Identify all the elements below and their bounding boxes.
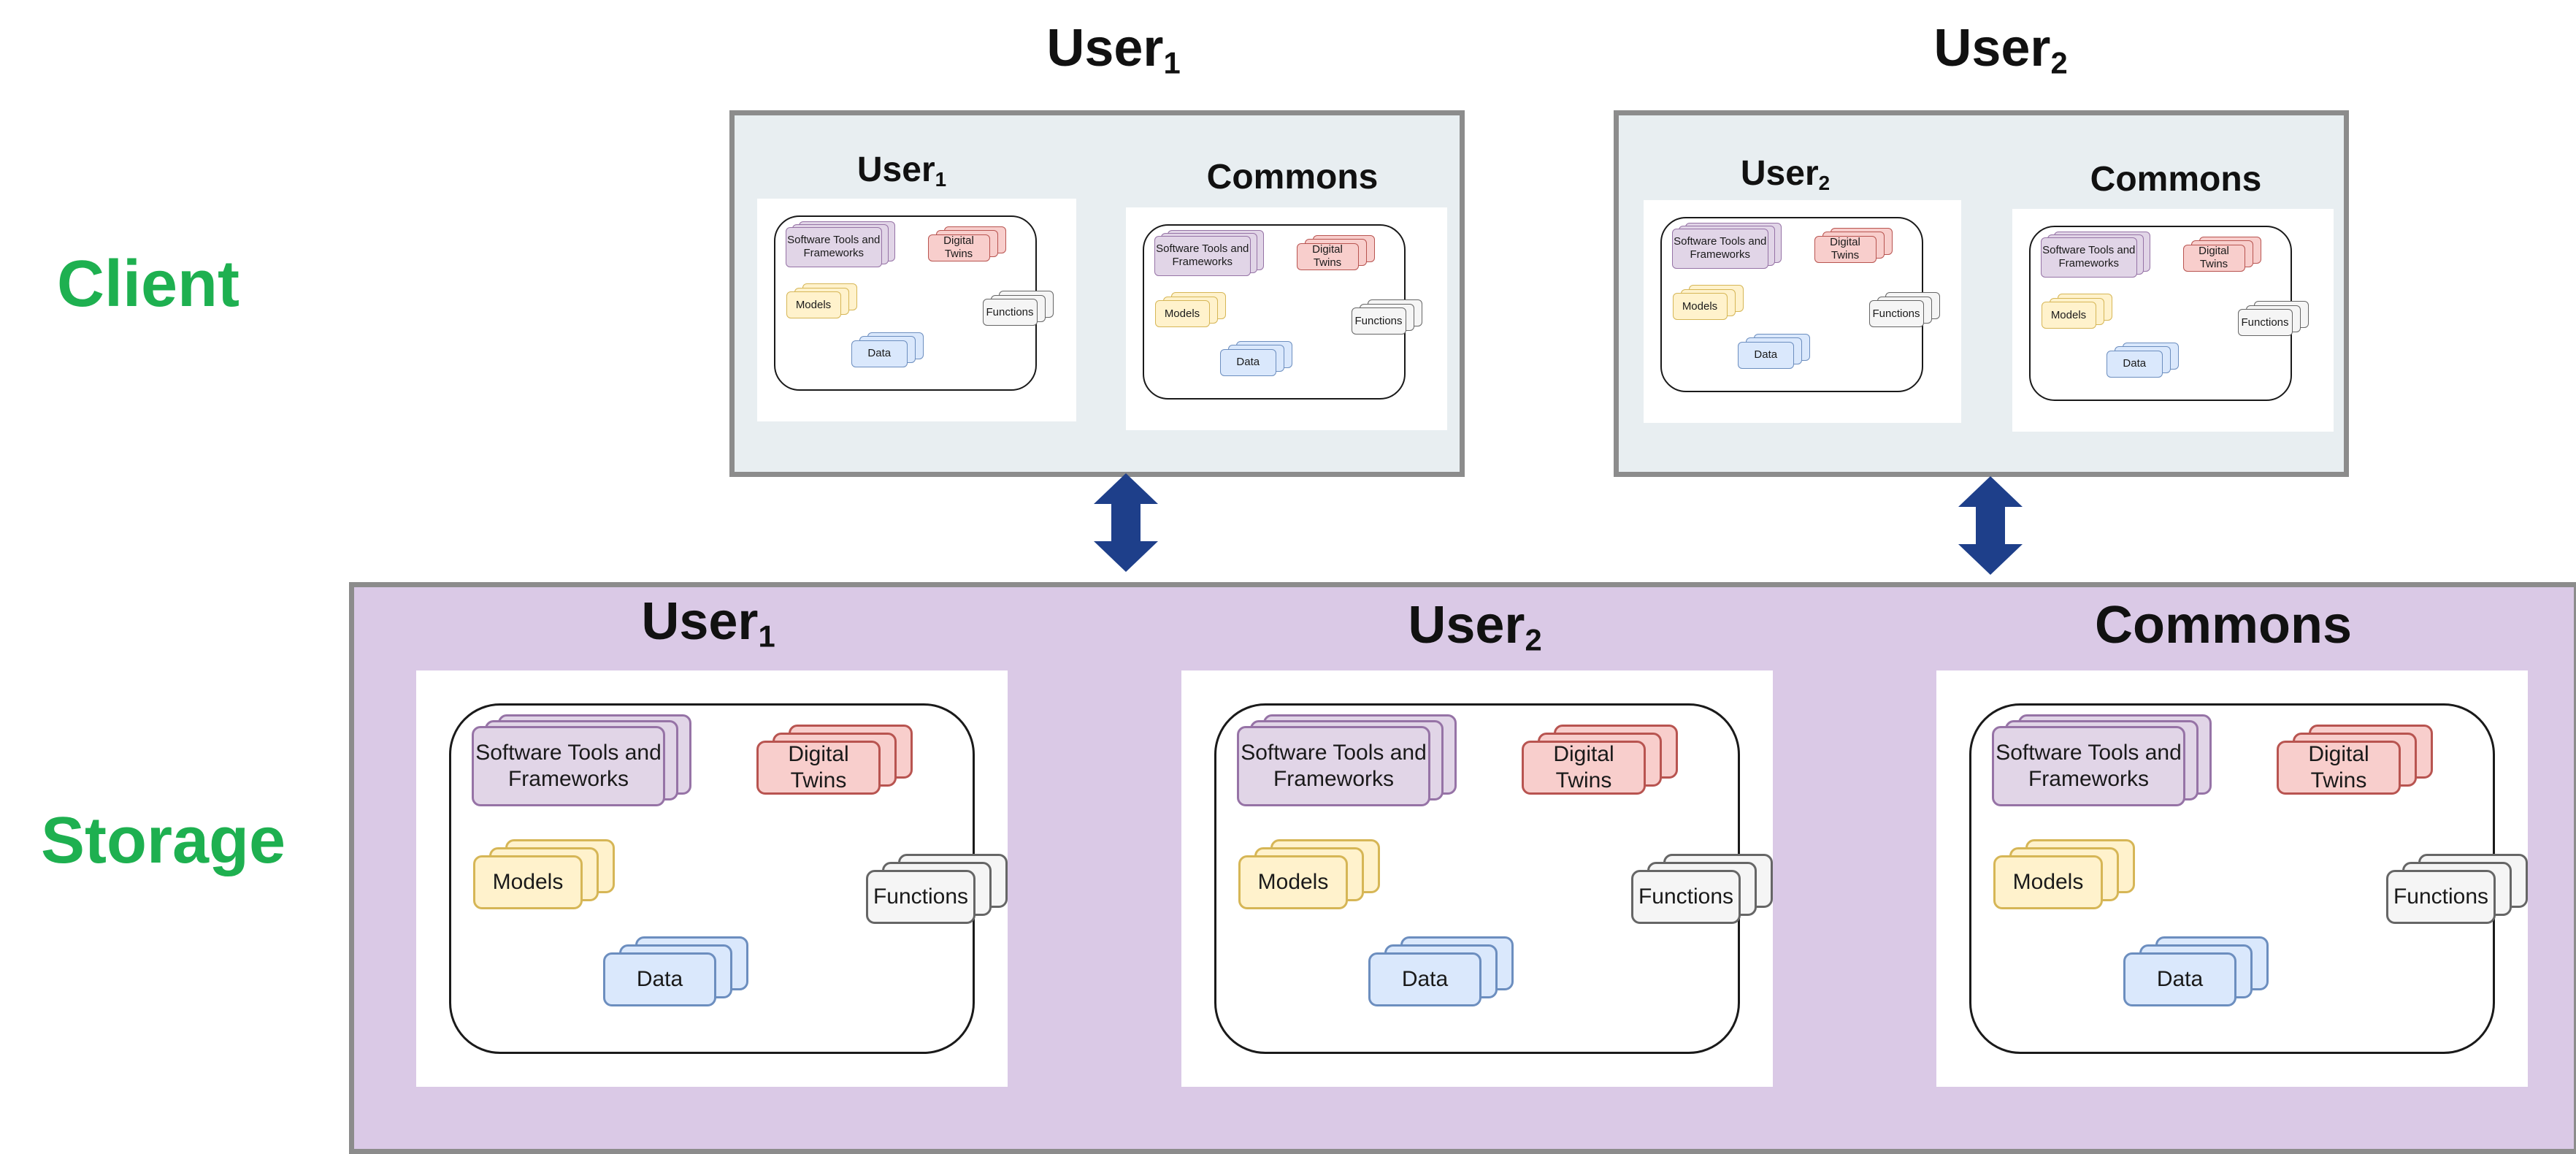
tools-label: Software Tools and Frameworks	[1241, 741, 1427, 791]
twins-card	[1296, 242, 1359, 270]
twins-card	[2182, 244, 2245, 272]
tools-card	[1992, 726, 2185, 806]
models-label: Models	[1164, 307, 1200, 320]
twins-label: Digital Twins	[943, 234, 974, 260]
models-label: Models	[1682, 299, 1718, 313]
models-card	[1993, 855, 2103, 909]
functions-card	[1631, 870, 1741, 924]
data-card	[603, 952, 716, 1006]
data-card	[1737, 341, 1794, 369]
models-card	[2041, 302, 2096, 329]
data-label: Data	[1401, 967, 1449, 991]
storage-heading-commons: Commons	[2094, 596, 2353, 654]
resource-group-frame: Software Tools and Frameworks Digital Twi…	[2028, 225, 2309, 401]
resource-group-frame: Software Tools and Frameworks Digital Twi…	[773, 215, 1054, 391]
models-card	[1154, 300, 1210, 327]
functions-card	[866, 870, 975, 924]
functions-card	[1868, 300, 1924, 327]
storage-heading-user1: User1	[641, 592, 775, 654]
tools-card	[1237, 726, 1430, 806]
client1-panel-user1: Software Tools and Frameworks Digital Twi…	[757, 199, 1076, 421]
twins-label: Digital Twins	[1553, 742, 1614, 792]
twins-label: Digital Twins	[1830, 236, 1860, 261]
twins-card	[1522, 741, 1646, 795]
functions-label: Functions	[986, 305, 1034, 318]
functions-label: Functions	[1638, 884, 1734, 909]
functions-card	[1351, 307, 1406, 335]
twins-card	[756, 741, 881, 795]
row-label-storage: Storage	[41, 804, 286, 877]
twins-card	[1814, 235, 1877, 263]
twins-card	[2277, 741, 2401, 795]
tools-card	[785, 226, 882, 267]
functions-label: Functions	[2241, 316, 2289, 329]
data-card	[1219, 348, 1276, 376]
data-label: Data	[636, 967, 683, 991]
tools-label: Software Tools and Frameworks	[1674, 235, 1767, 261]
row-label-client: Client	[57, 248, 240, 321]
tools-label: Software Tools and Frameworks	[1996, 741, 2182, 791]
models-label: Models	[2050, 308, 2087, 321]
models-card	[786, 291, 841, 318]
data-label: Data	[1236, 356, 1260, 368]
models-label: Models	[2012, 870, 2084, 894]
data-card	[851, 340, 908, 367]
models-label: Models	[492, 870, 564, 894]
functions-label: Functions	[2393, 884, 2489, 909]
tools-label: Software Tools and Frameworks	[475, 741, 662, 791]
data-card	[1368, 952, 1481, 1006]
resource-group-frame: Software Tools and Frameworks Digital Twi…	[1142, 223, 1422, 400]
data-card	[2106, 350, 2163, 378]
client2-panel-heading-commons: Commons	[2090, 160, 2262, 199]
twins-label: Digital Twins	[788, 742, 849, 792]
client-heading-user2: User2	[1933, 19, 2068, 80]
storage-heading-user2: User2	[1408, 596, 1542, 657]
client2-panel-commons: Software Tools and Frameworks Digital Twi…	[2012, 209, 2334, 432]
double-arrow-icon	[1958, 476, 2023, 575]
functions-label: Functions	[1354, 314, 1403, 327]
twins-label: Digital Twins	[2308, 742, 2369, 792]
client1-panel-heading-commons: Commons	[1206, 158, 1379, 196]
data-label: Data	[2156, 967, 2204, 991]
functions-card	[2386, 870, 2496, 924]
twins-card	[927, 234, 990, 261]
resource-group-frame: Software Tools and Frameworks Digital Twi…	[1660, 216, 1940, 392]
resource-group-frame: Software Tools and Frameworks Digital Twi…	[449, 703, 1008, 1054]
models-label: Models	[795, 298, 832, 311]
twins-label: Digital Twins	[2199, 245, 2229, 270]
data-label: Data	[867, 347, 892, 359]
tools-label: Software Tools and Frameworks	[2042, 244, 2136, 270]
tools-card	[1154, 235, 1251, 276]
client2-panel-heading-user2: User2	[1740, 154, 1831, 194]
tools-card	[472, 726, 665, 806]
models-label: Models	[1257, 870, 1329, 894]
client2-panel-user2: Software Tools and Frameworks Digital Twi…	[1644, 200, 1961, 423]
functions-label: Functions	[1872, 307, 1920, 320]
storage-panel-user1: Software Tools and Frameworks Digital Twi…	[416, 670, 1008, 1087]
functions-card	[2237, 309, 2293, 336]
tools-card	[2040, 237, 2137, 278]
functions-label: Functions	[873, 884, 969, 909]
models-card	[1238, 855, 1348, 909]
client1-panel-heading-user1: User1	[856, 150, 947, 191]
data-label: Data	[1754, 348, 1778, 361]
client-heading-user1: User1	[1046, 19, 1181, 80]
storage-panel-commons: Software Tools and Frameworks Digital Twi…	[1936, 670, 2528, 1087]
resource-group-frame: Software Tools and Frameworks Digital Twi…	[1214, 703, 1773, 1054]
double-arrow-icon	[1094, 473, 1158, 572]
twins-label: Digital Twins	[1312, 243, 1343, 269]
data-label: Data	[2123, 357, 2147, 370]
storage-panel-user2: Software Tools and Frameworks Digital Twi…	[1181, 670, 1773, 1087]
resource-group-frame: Software Tools and Frameworks Digital Twi…	[1969, 703, 2528, 1054]
data-card	[2123, 952, 2236, 1006]
tools-label: Software Tools and Frameworks	[787, 234, 881, 259]
tools-label: Software Tools and Frameworks	[1156, 242, 1249, 268]
models-card	[1672, 293, 1728, 320]
client1-panel-commons: Software Tools and Frameworks Digital Twi…	[1126, 207, 1447, 430]
models-card	[473, 855, 583, 909]
functions-card	[982, 299, 1038, 326]
tools-card	[1671, 228, 1768, 269]
